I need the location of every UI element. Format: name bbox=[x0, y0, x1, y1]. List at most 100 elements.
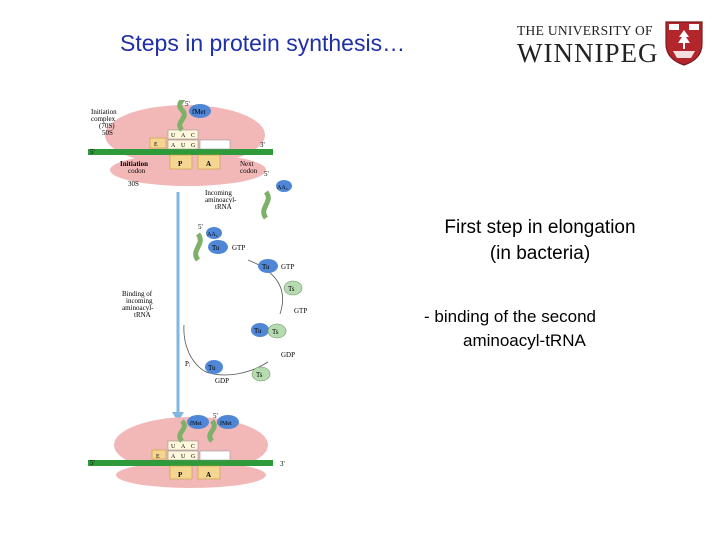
incoming-label-3: tRNA bbox=[215, 203, 232, 211]
ts-label: Ts bbox=[288, 285, 295, 293]
top-next-codon-box bbox=[199, 139, 231, 150]
bottom-trna-2 bbox=[207, 419, 217, 443]
top-anticodon-box bbox=[167, 129, 199, 140]
bottom-fmet-label-b: fMet bbox=[220, 420, 232, 427]
top-label-30s: 30S bbox=[128, 180, 139, 188]
bottom-ribosome: fMet fMet 5' 5' 3' E P A A U G U A C bbox=[88, 412, 285, 488]
ternary-trna bbox=[193, 232, 203, 262]
bottom-site-a bbox=[197, 465, 221, 480]
bottom-site-p bbox=[169, 465, 193, 480]
top-trna-5prime: 5' bbox=[185, 100, 190, 108]
bottom-next-codon-box bbox=[199, 450, 231, 461]
university-logo: THE UNIVERSITY OF WINNIPEG bbox=[515, 18, 705, 68]
top-site-p-label: P bbox=[178, 160, 183, 168]
top-trna-stem bbox=[177, 100, 187, 132]
elongation-heading: First step in elongation (in bacteria) bbox=[390, 215, 690, 267]
tu-gtp-label: GTP bbox=[281, 263, 294, 271]
incoming-trna bbox=[261, 190, 271, 220]
incoming-aa2-ball bbox=[276, 180, 292, 192]
binding-label-3: aminoacyl- bbox=[122, 304, 154, 312]
bottom-five-prime: 5' bbox=[90, 459, 95, 467]
top-label-complex-1: Initiation bbox=[91, 108, 117, 116]
tu-ts-ts-label: Ts bbox=[272, 328, 279, 336]
top-label-codon-1: Initiation bbox=[120, 160, 148, 168]
top-anticodon-a: A bbox=[181, 133, 186, 139]
gdp-label: GDP bbox=[281, 351, 295, 359]
tu-gtp-ball bbox=[258, 259, 278, 273]
top-mrna-strand bbox=[88, 149, 273, 155]
bottom-site-p-label: P bbox=[178, 471, 183, 479]
bottom-codon-box bbox=[167, 450, 199, 461]
top-label-codon-2: codon bbox=[128, 167, 146, 175]
bullet-line-2: aminoacyl-tRNA bbox=[463, 331, 586, 350]
binding-label-1: Binding of bbox=[122, 290, 153, 298]
top-five-prime: 5' bbox=[90, 148, 95, 156]
top-site-p bbox=[169, 154, 193, 170]
ternary-aa2-label: AA₂ bbox=[207, 232, 218, 238]
heading-line-1: First step in elongation bbox=[444, 217, 636, 238]
pi-label: Pᵢ bbox=[185, 360, 191, 368]
tu-ts-tu-label: Tu bbox=[254, 327, 262, 335]
ts-ball bbox=[283, 280, 303, 296]
top-codon-u: U bbox=[181, 143, 186, 149]
heading-line-2: (in bacteria) bbox=[489, 243, 591, 264]
bottom-codon-a: A bbox=[171, 454, 176, 460]
main-arrow-head bbox=[172, 412, 184, 422]
bottom-anticodon-a: A bbox=[181, 444, 186, 450]
elongation-cycle: Incoming aminoacyl- tRNA AA₂ 5' AA₂ 5' T… bbox=[122, 170, 307, 422]
top-anticodon-c: C bbox=[191, 133, 195, 139]
tu-gdp-ball bbox=[205, 360, 223, 374]
top-site-e-label: E bbox=[154, 142, 158, 148]
bottom-fmet-label-a: fMet bbox=[190, 420, 202, 427]
bottom-trna-1 bbox=[177, 419, 187, 443]
top-label-next-1: Next bbox=[240, 160, 254, 168]
top-site-a-label: A bbox=[206, 160, 211, 168]
tu-gdp-tu: Tu bbox=[208, 364, 216, 372]
top-small-subunit bbox=[110, 154, 266, 186]
elongation-diagram: fMet 5' Initiation complex (70S) 50S 5' … bbox=[88, 100, 307, 488]
top-label-next-2: codon bbox=[240, 167, 258, 175]
top-site-e bbox=[149, 137, 167, 149]
bottom-trna-5prime: 5' bbox=[213, 412, 218, 420]
tu-gtp-tu: Tu bbox=[262, 263, 270, 271]
tu-ts-ts-ball bbox=[267, 323, 287, 339]
binding-label-2: incoming bbox=[126, 297, 153, 305]
bullet-point: - binding of the second aminoacyl-tRNA bbox=[424, 305, 704, 353]
logo-line-1: THE UNIVERSITY OF bbox=[517, 23, 653, 38]
tu-gdp-label: GDP bbox=[215, 377, 229, 385]
top-label-complex-2: complex bbox=[91, 115, 116, 123]
gtp-in-label: GTP bbox=[294, 307, 307, 315]
university-crest-icon bbox=[665, 21, 703, 66]
bottom-codon-u: U bbox=[181, 454, 186, 460]
ternary-aa2-ball bbox=[206, 227, 222, 239]
ternary-five-prime: 5' bbox=[198, 223, 203, 231]
ternary-gtp-label: GTP bbox=[232, 244, 245, 252]
top-label-50s: 50S bbox=[102, 129, 113, 137]
bottom-anticodon-c: C bbox=[191, 444, 195, 450]
bottom-site-e-label: E bbox=[156, 454, 160, 460]
logo-line-2: WINNIPEG bbox=[517, 38, 659, 68]
bottom-anticodon-u: U bbox=[171, 444, 176, 450]
cycle-path-right bbox=[247, 259, 284, 315]
ts-free-ball bbox=[251, 366, 271, 382]
binding-label-4: tRNA bbox=[134, 311, 151, 319]
incoming-label-2: aminoacyl- bbox=[205, 196, 237, 204]
incoming-aa2-label: AA₂ bbox=[277, 185, 288, 191]
incoming-label-1: Incoming bbox=[205, 189, 232, 197]
bottom-fmet-ball-b bbox=[217, 415, 239, 429]
top-fmet-ball bbox=[189, 104, 211, 118]
ternary-tu-ball bbox=[208, 240, 228, 254]
top-fmet-label: fMet bbox=[192, 108, 206, 116]
incoming-five-prime: 5' bbox=[264, 170, 269, 178]
top-codon-g: G bbox=[191, 143, 196, 149]
bottom-anticodon-box bbox=[167, 440, 199, 451]
top-label-complex-3: (70S) bbox=[99, 122, 115, 130]
tu-ts-tu-ball bbox=[251, 323, 269, 337]
bottom-three-prime: 3' bbox=[280, 460, 285, 468]
top-ribosome: fMet 5' Initiation complex (70S) 50S 5' … bbox=[88, 100, 273, 188]
ternary-tu-label: Tu bbox=[212, 244, 220, 252]
bottom-codon-g: G bbox=[191, 454, 196, 460]
bottom-site-e bbox=[151, 449, 167, 460]
bottom-site-a-label: A bbox=[206, 471, 211, 479]
cycle-path-bottom bbox=[183, 324, 269, 376]
